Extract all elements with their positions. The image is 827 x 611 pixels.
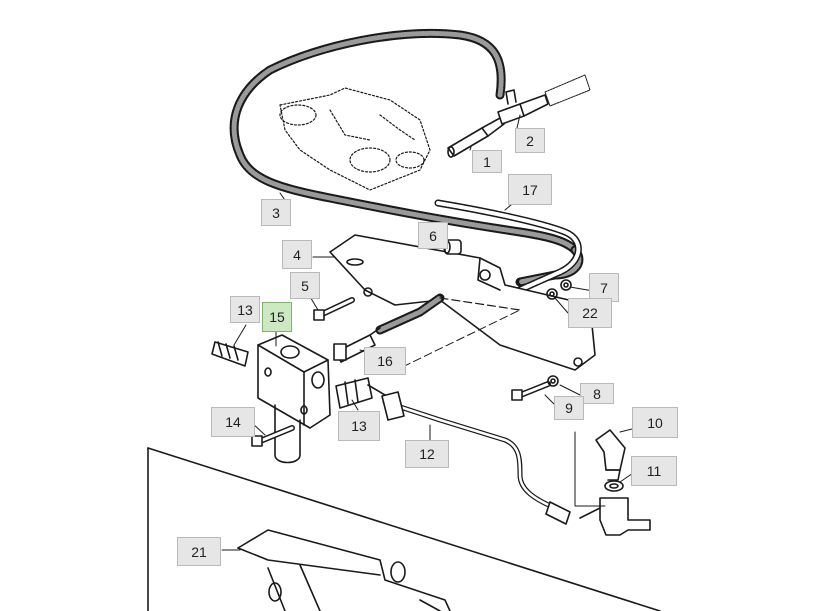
callout-6[interactable]: 6 (418, 222, 448, 249)
bolt-part-5 (313, 297, 355, 321)
corrugated-hose-part-17 (434, 199, 582, 296)
washer-part-22 (546, 288, 558, 300)
fitting-part-13-right (335, 377, 386, 409)
callout-5[interactable]: 5 (290, 272, 320, 299)
frame-part-21 (147, 447, 661, 611)
callout-9[interactable]: 9 (554, 396, 584, 420)
valve-block-part-15 (257, 334, 331, 464)
callout-16[interactable]: 16 (364, 347, 406, 375)
centerline-2 (391, 309, 521, 373)
washer-part-11 (604, 480, 624, 492)
callout-2[interactable]: 2 (515, 128, 545, 153)
pipe-part-12 (381, 391, 571, 525)
valve-housing-dashed (279, 87, 431, 191)
callout-13-top[interactable]: 13 (230, 296, 260, 323)
callout-21[interactable]: 21 (177, 537, 221, 566)
fitting-part-13-left (211, 341, 249, 367)
callout-15[interactable]: 15 (262, 302, 292, 332)
callout-17[interactable]: 17 (508, 174, 552, 205)
fitting-part-16 (333, 327, 381, 363)
washer-part-7 (560, 279, 572, 291)
callout-14[interactable]: 14 (211, 407, 255, 437)
bolt-part-14 (251, 425, 295, 447)
callout-3[interactable]: 3 (261, 199, 291, 226)
washer-part-8 (547, 375, 559, 387)
callout-11[interactable]: 11 (631, 456, 677, 486)
centerline (439, 297, 521, 311)
bracket-line-10 (574, 431, 606, 507)
callout-7[interactable]: 7 (589, 273, 619, 302)
callout-13-bottom[interactable]: 13 (338, 411, 380, 441)
callout-1[interactable]: 1 (472, 150, 502, 173)
hose-to-fitting (375, 293, 445, 335)
callout-4[interactable]: 4 (282, 240, 312, 269)
elbow-fitting-part-10 (595, 429, 626, 481)
callout-10[interactable]: 10 (632, 407, 678, 438)
tee-fitting-part-2 (497, 74, 591, 125)
callout-22[interactable]: 22 (568, 298, 612, 328)
bracket-part-4 (329, 234, 596, 371)
tee-fitting-lower (579, 497, 651, 536)
callout-12[interactable]: 12 (405, 440, 449, 468)
callout-8[interactable]: 8 (580, 383, 614, 404)
bolt-part-9 (511, 381, 551, 401)
